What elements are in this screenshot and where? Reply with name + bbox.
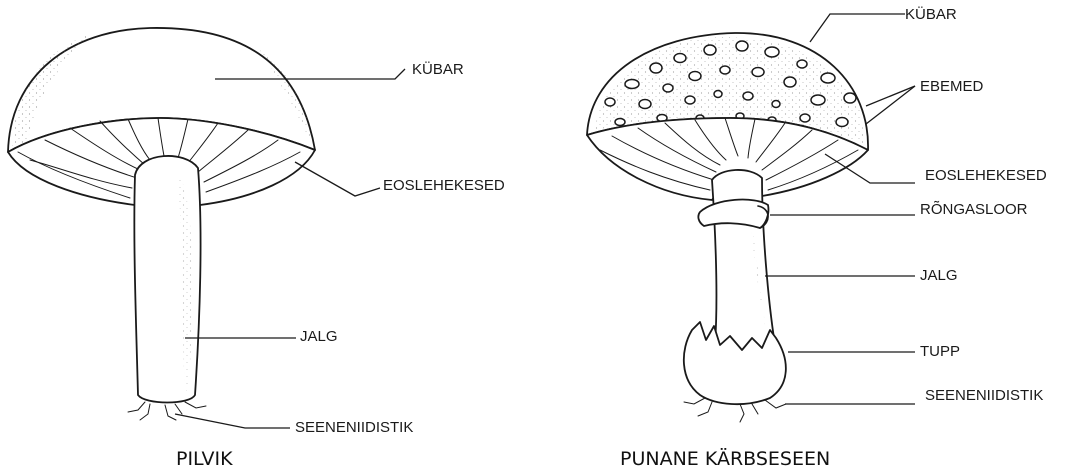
left-caption: PILVIK <box>176 448 233 470</box>
right-ring-label: RÕNGASLOOR <box>920 201 1028 218</box>
right-caption: PUNANE KÄRBSESEEN <box>620 447 830 470</box>
right-stem <box>712 170 775 353</box>
left-stem-label: JALG <box>300 328 338 345</box>
right-mycelium-label: SEENENIIDISTIK <box>925 387 1043 404</box>
right-cap-label: KÜBAR <box>905 5 957 23</box>
right-volva-label: TUPP <box>920 343 960 360</box>
right-mushroom <box>587 33 868 422</box>
left-mushroom <box>8 28 315 420</box>
left-cap-label: KÜBAR <box>412 60 464 78</box>
left-mycelium-label: SEENENIIDISTIK <box>295 419 413 436</box>
right-gills-label: EOSLEHEKESED <box>925 167 1047 184</box>
right-stem-label: JALG <box>920 267 958 284</box>
right-warts-label: EBEMED <box>920 78 984 95</box>
left-gills-label: EOSLEHEKESED <box>383 177 505 194</box>
right-ring <box>698 200 768 228</box>
